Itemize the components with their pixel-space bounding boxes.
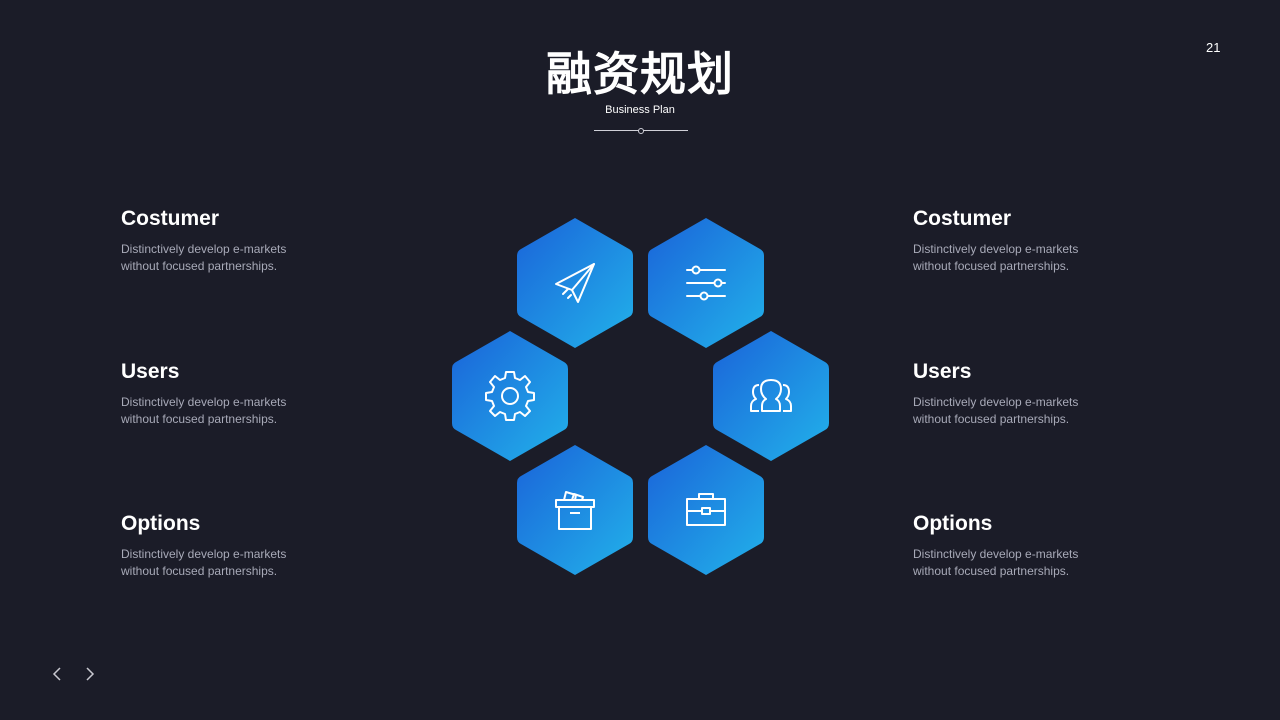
item-title: Options: [913, 512, 993, 535]
hexagon-briefcase: [647, 443, 765, 577]
item-description: Distinctively develop e-markets without …: [121, 242, 287, 273]
hexagon-users: [712, 329, 830, 463]
item-description: Distinctively develop e-markets without …: [913, 547, 1079, 578]
paper-plane-icon: [555, 263, 595, 303]
left-item-users: Users Distinctively develop e-markets wi…: [121, 359, 381, 428]
hexagon-box: [516, 443, 634, 577]
hexagon-sliders: [647, 216, 765, 350]
divider-dot: [638, 128, 644, 134]
hexagon-paper-plane: [516, 216, 634, 350]
item-description: Distinctively develop e-markets without …: [913, 242, 1079, 273]
users-icon: [750, 379, 792, 412]
previous-slide-button[interactable]: [48, 664, 68, 684]
right-item-options: Options Distinctively develop e-markets …: [913, 511, 1173, 580]
briefcase-icon: [686, 493, 726, 526]
page-number: 21: [1206, 40, 1221, 55]
right-item-costumer: Costumer Distinctively develop e-markets…: [913, 206, 1173, 275]
item-title: Options: [121, 512, 201, 535]
item-title: Users: [913, 360, 972, 383]
sliders-icon: [686, 265, 726, 301]
box-icon: [555, 491, 595, 530]
item-description: Distinctively develop e-markets without …: [121, 395, 287, 426]
item-description: Distinctively develop e-markets without …: [913, 395, 1079, 426]
item-title: Users: [121, 360, 180, 383]
chevron-left-icon: [52, 667, 61, 681]
left-item-options: Options Distinctively develop e-markets …: [121, 511, 381, 580]
left-item-costumer: Costumer Distinctively develop e-markets…: [121, 206, 381, 275]
item-title: Costumer: [121, 207, 220, 230]
hexagon-gear: [451, 329, 569, 463]
chevron-right-icon: [86, 667, 95, 681]
slide-subtitle: Business Plan: [605, 104, 675, 116]
slide-title: 融资规划: [546, 47, 734, 101]
item-title: Costumer: [913, 207, 1012, 230]
right-item-users: Users Distinctively develop e-markets wi…: [913, 359, 1173, 428]
next-slide-button[interactable]: [80, 664, 100, 684]
item-description: Distinctively develop e-markets without …: [121, 547, 287, 578]
gear-icon: [485, 371, 535, 421]
